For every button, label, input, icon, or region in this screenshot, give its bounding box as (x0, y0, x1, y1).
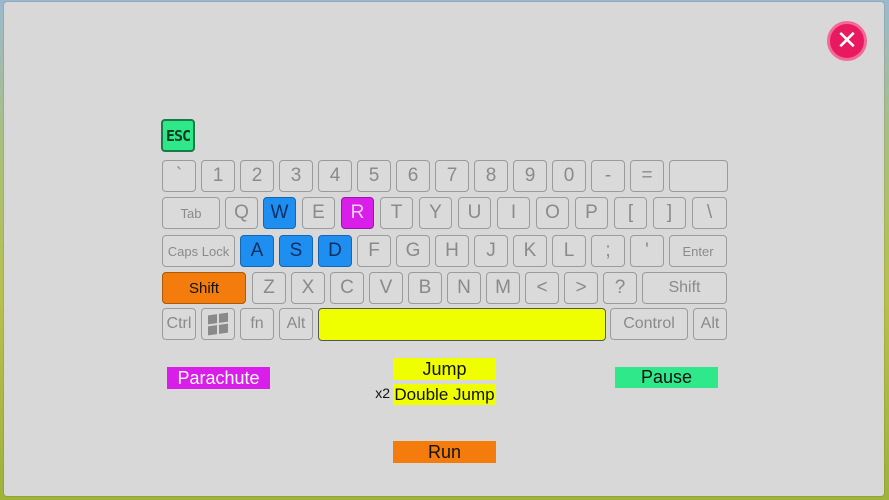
key-k[interactable]: K (513, 235, 547, 267)
key-backspace[interactable] (669, 160, 728, 192)
key-semicolon[interactable]: ; (591, 235, 625, 267)
key-esc[interactable]: ESC (161, 119, 195, 152)
key-p[interactable]: P (575, 197, 608, 229)
key-g[interactable]: G (396, 235, 430, 267)
key-space[interactable] (318, 308, 606, 341)
key-control[interactable]: Control (610, 308, 688, 340)
key-x[interactable]: X (291, 272, 325, 304)
key-r[interactable]: R (341, 197, 374, 229)
key-v[interactable]: V (369, 272, 403, 304)
key-c[interactable]: C (330, 272, 364, 304)
key-8[interactable]: 8 (474, 160, 508, 192)
run-label: Run (393, 441, 496, 463)
key-7[interactable]: 7 (435, 160, 469, 192)
key-b[interactable]: B (408, 272, 442, 304)
key-2[interactable]: 2 (240, 160, 274, 192)
key-equals[interactable]: = (630, 160, 664, 192)
key-ctrl[interactable]: Ctrl (162, 308, 196, 340)
key-f[interactable]: F (357, 235, 391, 267)
key-fn[interactable]: fn (240, 308, 274, 340)
key-l[interactable]: L (552, 235, 586, 267)
key-z[interactable]: Z (252, 272, 286, 304)
close-button[interactable]: ✕ (827, 21, 867, 61)
key-enter[interactable]: Enter (669, 235, 727, 267)
key-w[interactable]: W (263, 197, 296, 229)
key-left-shift[interactable]: Shift (162, 272, 246, 304)
key-5[interactable]: 5 (357, 160, 391, 192)
key-1[interactable]: 1 (201, 160, 235, 192)
key-right-bracket[interactable]: ] (653, 197, 686, 229)
key-d[interactable]: D (318, 235, 352, 267)
parachute-label: Parachute (167, 367, 270, 389)
key-q[interactable]: Q (225, 197, 258, 229)
key-y[interactable]: Y (419, 197, 452, 229)
key-right-shift[interactable]: Shift (642, 272, 727, 304)
key-j[interactable]: J (474, 235, 508, 267)
key-i[interactable]: I (497, 197, 530, 229)
key-question[interactable]: ? (603, 272, 637, 304)
key-left-bracket[interactable]: [ (614, 197, 647, 229)
jump-label: Jump (393, 358, 496, 380)
double-jump-label: Double Jump (393, 384, 496, 405)
double-jump-multiplier: x2 (375, 385, 390, 401)
key-greater-than[interactable]: > (564, 272, 598, 304)
key-windows[interactable] (201, 308, 235, 340)
key-right-alt[interactable]: Alt (693, 308, 727, 340)
key-h[interactable]: H (435, 235, 469, 267)
key-quote[interactable]: ' (630, 235, 664, 267)
key-0[interactable]: 0 (552, 160, 586, 192)
key-9[interactable]: 9 (513, 160, 547, 192)
close-icon: ✕ (836, 26, 858, 56)
windows-icon (208, 312, 228, 336)
key-6[interactable]: 6 (396, 160, 430, 192)
key-tab[interactable]: Tab (162, 197, 220, 229)
key-backtick[interactable]: ` (162, 160, 196, 192)
key-caps-lock[interactable]: Caps Lock (162, 235, 235, 267)
key-m[interactable]: M (486, 272, 520, 304)
key-backslash[interactable]: \ (692, 197, 727, 229)
key-4[interactable]: 4 (318, 160, 352, 192)
pause-label: Pause (615, 367, 718, 388)
key-n[interactable]: N (447, 272, 481, 304)
key-less-than[interactable]: < (525, 272, 559, 304)
key-u[interactable]: U (458, 197, 491, 229)
key-e[interactable]: E (302, 197, 335, 229)
key-a[interactable]: A (240, 235, 274, 267)
key-t[interactable]: T (380, 197, 413, 229)
key-3[interactable]: 3 (279, 160, 313, 192)
key-minus[interactable]: - (591, 160, 625, 192)
key-alt[interactable]: Alt (279, 308, 313, 340)
key-o[interactable]: O (536, 197, 569, 229)
key-s[interactable]: S (279, 235, 313, 267)
